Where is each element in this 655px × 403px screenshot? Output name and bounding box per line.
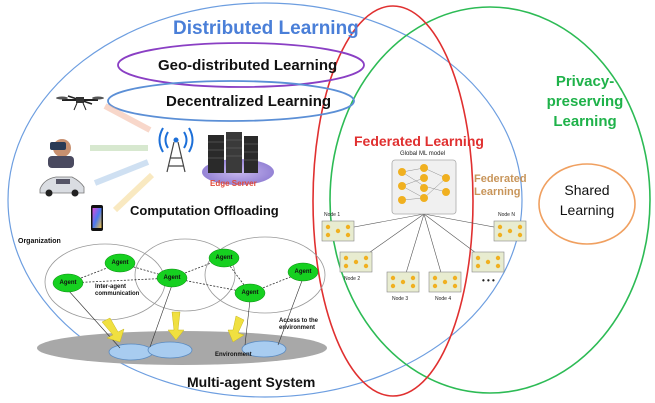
agent-label: Agent [241, 290, 259, 296]
agent-label: Agent [59, 280, 77, 286]
antenna-tower-icon [158, 127, 194, 173]
offloading-arrows [90, 103, 155, 213]
federated-learning-sublabel: Federated Learning [474, 173, 527, 198]
node-2-label: Node 2 [344, 276, 361, 282]
distributed-learning-ellipse [7, 2, 523, 398]
agent-node [156, 268, 188, 288]
client-node [321, 220, 355, 242]
client-node [471, 251, 505, 273]
neural-network-icon [391, 159, 457, 215]
car-icon [39, 176, 85, 197]
agent-label: Agent [111, 260, 129, 266]
distributed-learning-title: Distributed Learning [173, 18, 359, 39]
client-node [493, 220, 527, 242]
federated-learning-ellipse [312, 5, 474, 397]
agent-label: Agent [215, 255, 233, 261]
access-to-environment-label: Access to the environment [279, 318, 319, 331]
inter-agent-communication-label: Inter-agent communication [95, 284, 140, 297]
decentralized-learning-label: Decentralized Learning [166, 93, 332, 110]
client-node [339, 251, 373, 273]
node-ellipsis: • • • [482, 276, 495, 285]
privacy-preserving-learning-title: Privacy-preserving Learning [546, 73, 624, 130]
node-4-label: Node 4 [435, 296, 452, 302]
agent-node [234, 283, 266, 303]
vr-headset-icon [48, 139, 74, 168]
agents [52, 248, 319, 303]
geo-distributed-ellipse [117, 42, 365, 88]
computation-offloading-label: Computation Offloading [130, 203, 279, 218]
node-1-label: Node 1 [324, 212, 341, 218]
environment-label: Environment [215, 352, 252, 358]
shared-learning-label: Shared Learning [559, 182, 615, 218]
node-n-label: Node N [498, 212, 515, 218]
client-nodes [321, 220, 527, 293]
node-3-label: Node 3 [392, 296, 409, 302]
multi-agent-system-title: Multi-agent System [187, 374, 316, 390]
geo-distributed-learning-label: Geo-distributed Learning [158, 57, 338, 74]
phone-icon [91, 205, 103, 231]
privacy-preserving-ellipse [329, 6, 651, 394]
organization-label: Organization [18, 238, 61, 245]
federated-learning-title: Federated Learning [354, 133, 484, 149]
agent-node [104, 253, 136, 273]
shared-learning-ellipse [538, 163, 636, 245]
fl-links [337, 213, 511, 284]
drone-icon [56, 95, 104, 111]
server-rack-icon [202, 132, 274, 185]
agent-node [208, 248, 240, 268]
global-ml-model-label: Global ML model [400, 151, 446, 157]
decentralized-ellipse [107, 80, 355, 122]
agent-label: Agent [163, 275, 181, 281]
agent-node [52, 273, 84, 293]
edge-server-label: Edge Server [210, 179, 257, 188]
access-arrows [101, 311, 245, 343]
agent-label: Agent [294, 269, 312, 275]
environment-platform [37, 331, 327, 365]
client-node [428, 271, 462, 293]
agent-node [287, 262, 319, 282]
client-node [386, 271, 420, 293]
